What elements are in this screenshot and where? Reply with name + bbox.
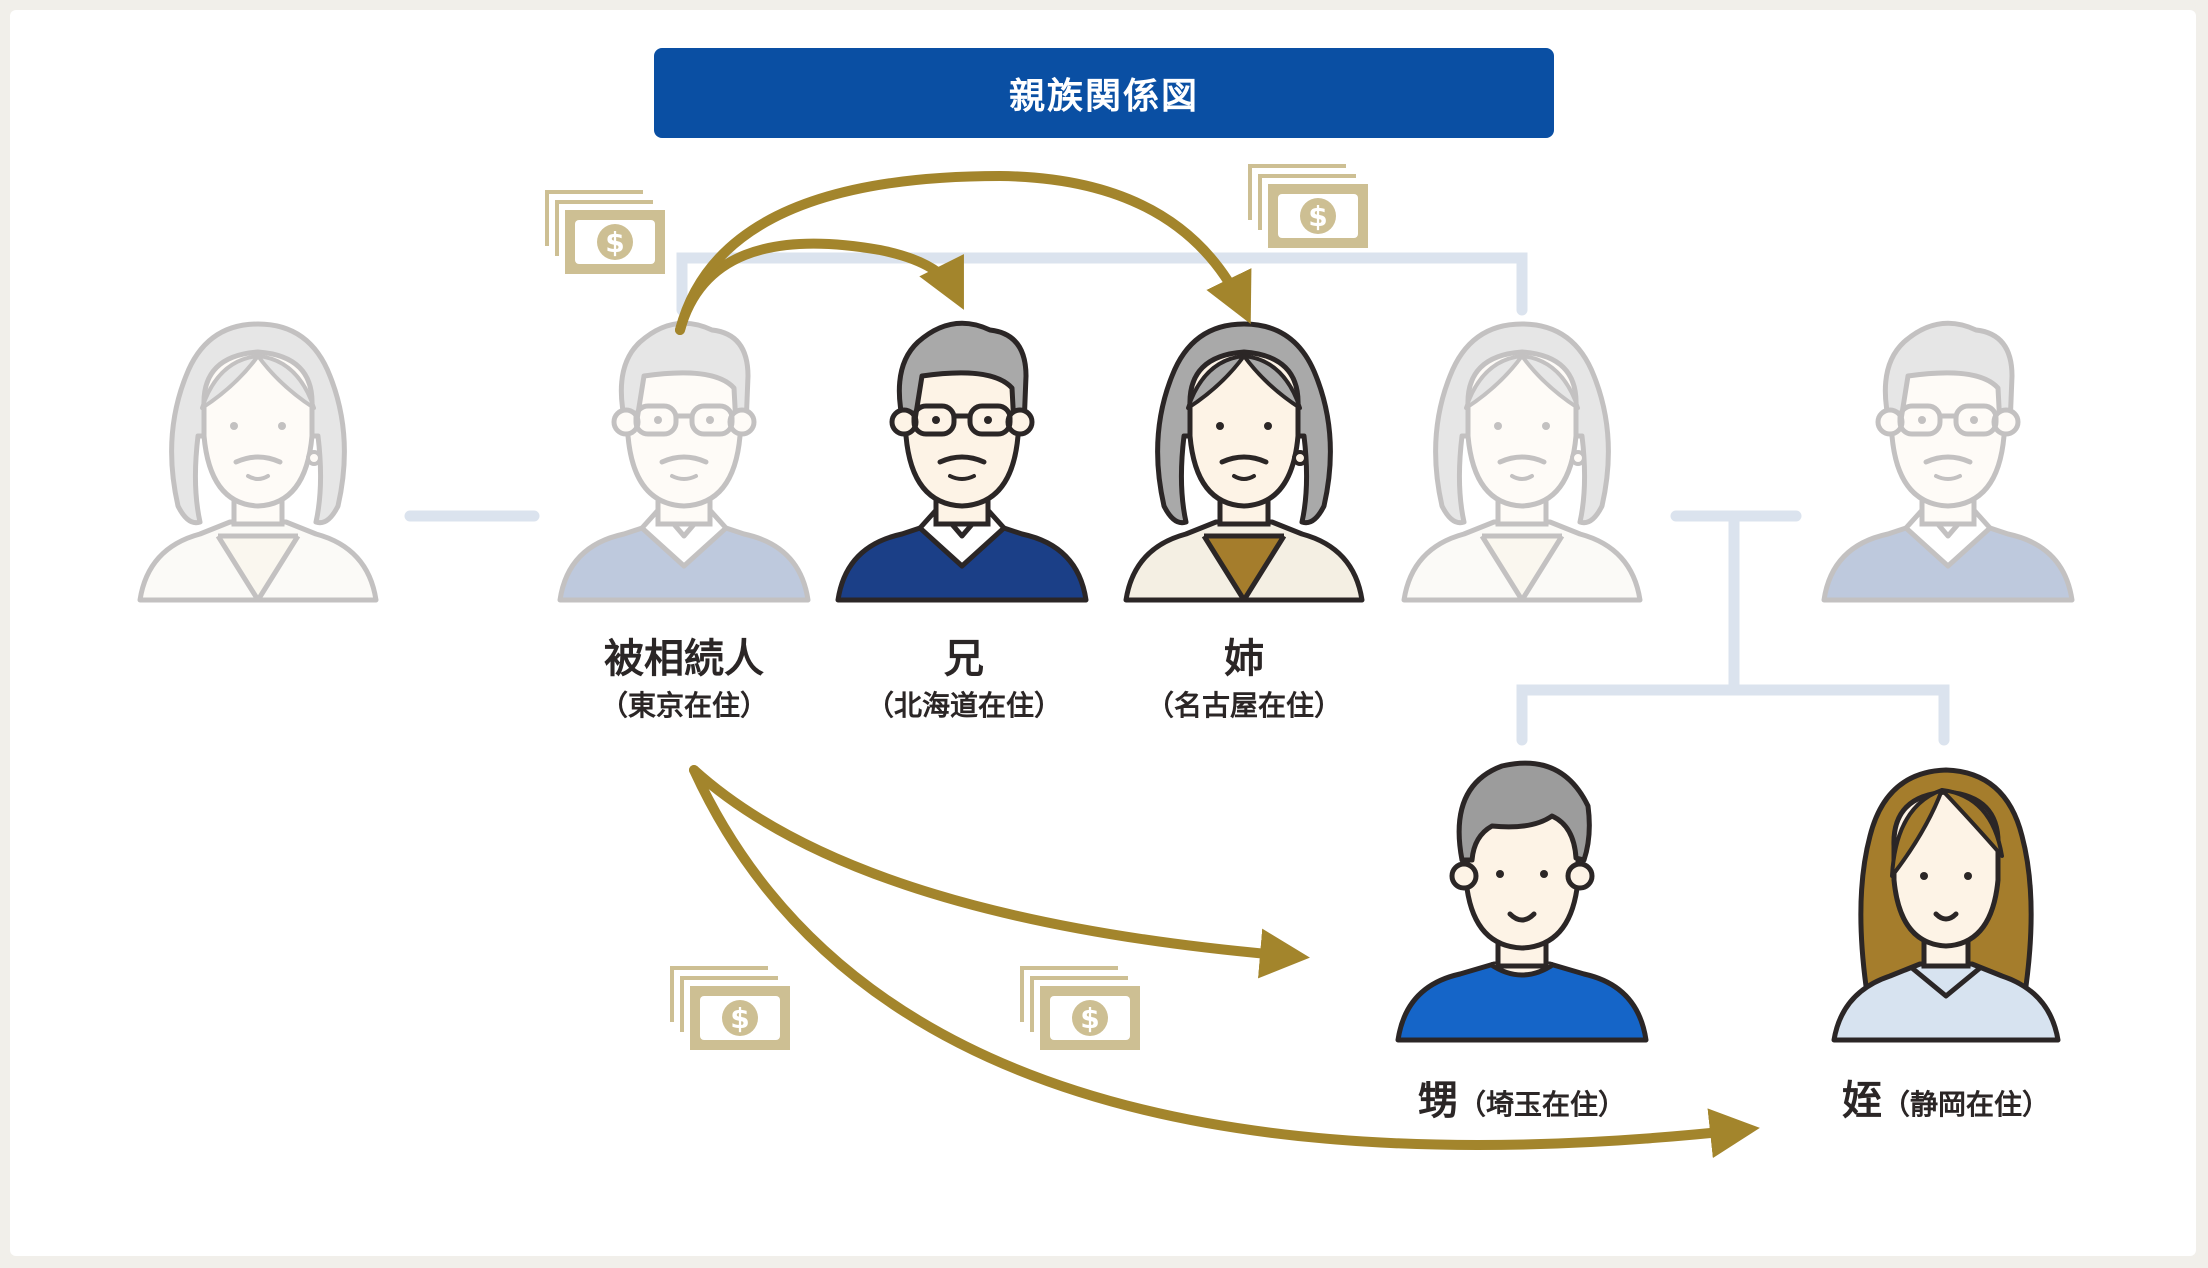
elderly-man-icon <box>560 323 808 600</box>
sister-name: 姉 <box>1224 636 1264 682</box>
elderly-woman-icon <box>1404 324 1640 600</box>
niece-name: 姪 <box>1841 1078 1882 1124</box>
arrow-to-nephew <box>689 765 1310 979</box>
money-stack-icon <box>1248 164 1368 248</box>
money-stack-icon <box>670 966 790 1050</box>
nephew-label: 甥（埼玉在住） <box>1418 1068 1626 1126</box>
elderly-woman-icon <box>1126 324 1362 600</box>
niece-label: 姪（静岡在住） <box>1842 1068 2050 1126</box>
young-man-icon <box>1398 763 1646 1040</box>
arrow-to-niece <box>689 765 1760 1159</box>
brother-residence: （北海道在住） <box>865 689 1063 722</box>
sister-residence: （名古屋在住） <box>1145 689 1343 722</box>
elderly-man-icon <box>1824 323 2072 600</box>
young-woman-icon <box>1834 770 2058 1040</box>
arrow-to-sister <box>675 170 1252 335</box>
elderly-woman-icon <box>140 324 376 600</box>
diagram-title: 親族関係図 <box>654 48 1554 138</box>
nephew-name: 甥 <box>1417 1078 1458 1124</box>
family-connector-lines <box>404 252 1950 746</box>
money-stack-icon <box>1020 966 1140 1050</box>
money-stack-icon <box>545 190 665 274</box>
niece-residence: （静岡在住） <box>1881 1088 2051 1121</box>
nephew-residence: （埼玉在住） <box>1457 1088 1627 1121</box>
brother-name: 兄 <box>944 636 984 682</box>
decedent-residence: （東京在住） <box>599 689 769 722</box>
inheritance-arrows <box>675 170 1760 1159</box>
elderly-man-icon <box>838 323 1086 600</box>
decedent-name: 被相続人 <box>604 636 764 682</box>
